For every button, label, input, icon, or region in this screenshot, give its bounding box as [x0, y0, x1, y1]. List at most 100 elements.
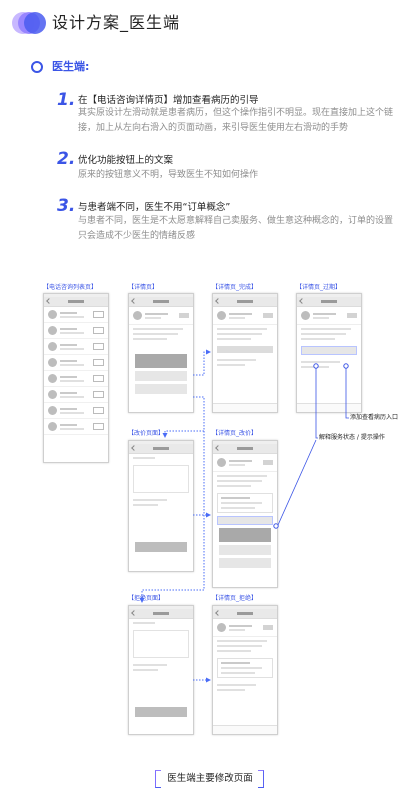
- wf-text-block: [129, 619, 193, 627]
- wf-line: [229, 459, 253, 462]
- wf-status-notice: [217, 516, 273, 525]
- wf-text-block: [129, 454, 193, 462]
- wf-line: [60, 391, 77, 394]
- wf-line: [60, 379, 84, 382]
- wf-info-box: [217, 493, 273, 513]
- wireframe-detail-page[interactable]: [128, 293, 194, 413]
- wf-tag: [263, 313, 273, 318]
- wireframe-detail-done[interactable]: [212, 293, 278, 413]
- wireframe-detail-reject[interactable]: [212, 605, 278, 735]
- wf-line: [145, 312, 169, 315]
- wf-header: [129, 609, 193, 619]
- label-detail-change: 【详情页_改价】: [212, 430, 258, 437]
- wf-secondary-button: [135, 371, 187, 381]
- item-3-number: 3.: [57, 196, 76, 216]
- wf-info-card: [213, 454, 277, 472]
- wf-line: [217, 645, 262, 647]
- wf-textarea: [133, 630, 189, 658]
- wf-line: [217, 480, 262, 482]
- wf-avatar: [133, 311, 142, 320]
- overlapping-circles-logo-icon: [12, 12, 46, 34]
- wf-header: [44, 297, 108, 307]
- wf-line: [133, 504, 159, 506]
- wf-text-block: [213, 637, 277, 655]
- wf-row-lines: [60, 375, 90, 382]
- wf-list-row: [44, 419, 108, 435]
- wf-line: [229, 316, 245, 319]
- connector-detail-to-change: [162, 396, 205, 438]
- label-detail-reject: 【详情页_拒绝】: [212, 595, 258, 602]
- wf-bottom-bar: [297, 403, 361, 412]
- wf-list-row: [44, 403, 108, 419]
- wf-line: [60, 359, 77, 362]
- wf-list-row: [44, 339, 108, 355]
- wf-list-row: [44, 355, 108, 371]
- wf-list-row: [44, 323, 108, 339]
- wf-status-bar: [44, 294, 108, 297]
- label-detail-page: 【详情页】: [128, 284, 159, 291]
- wireframe-change-price[interactable]: [128, 440, 194, 572]
- annotation-dot-status: [313, 363, 319, 369]
- wf-header: [129, 297, 193, 307]
- wf-secondary-button: [135, 384, 187, 394]
- wf-tag: [263, 625, 273, 630]
- wf-list-row: [44, 307, 108, 323]
- wf-status-bar: [129, 441, 193, 444]
- item-1-title: 在【电话咨询详情页】增加查看病历的引导: [78, 95, 259, 106]
- wf-line: [133, 333, 178, 335]
- wf-header-title-placeholder: [237, 612, 253, 615]
- wf-submit-button: [135, 707, 187, 717]
- wireframe-reject-page[interactable]: [128, 605, 194, 735]
- annotation-line-change: [277, 439, 317, 526]
- wf-info-lines: [313, 312, 344, 319]
- wf-line: [301, 328, 352, 330]
- wf-line: [217, 485, 251, 487]
- wf-avatar: [48, 390, 57, 399]
- wf-line: [60, 363, 84, 366]
- wf-info-card: [213, 307, 277, 325]
- wireframe-detail-change[interactable]: [212, 440, 278, 588]
- wf-info-card: [213, 619, 277, 637]
- wf-header-title-placeholder: [321, 300, 337, 303]
- annotation-add-record: 添加查看病历入口: [350, 414, 399, 421]
- wf-line: [60, 395, 84, 398]
- wf-avatar: [48, 374, 57, 383]
- wf-text-block: [213, 356, 277, 369]
- item-1-number: 1.: [57, 90, 76, 110]
- wf-line: [221, 502, 262, 504]
- wf-status-bar: [297, 294, 361, 297]
- wf-text-block: [129, 496, 193, 509]
- wf-avatar: [48, 326, 57, 335]
- wf-line: [221, 672, 255, 674]
- wf-secondary-button: [219, 545, 271, 555]
- wf-header: [213, 297, 277, 307]
- wf-row-lines: [60, 327, 90, 334]
- label-detail-done: 【详情页_完成】: [212, 284, 258, 291]
- label-list-page: 【电话咨询列表页】: [43, 284, 98, 291]
- wf-line: [133, 338, 167, 340]
- wf-row-button: [93, 359, 104, 366]
- wf-line: [60, 331, 84, 334]
- wf-avatar: [301, 311, 310, 320]
- item-3-desc: 与患者不同，医生是不太愿意解释自己卖服务、做生意这种概念的，订单的设置只会造成不…: [78, 216, 394, 241]
- wireframe-detail-expired[interactable]: [296, 293, 362, 413]
- wf-textarea: [133, 465, 189, 493]
- wf-row-lines: [60, 407, 90, 414]
- item-2-desc: 原来的按钮意义不明，导致医生不知如何操作: [78, 170, 259, 180]
- wf-line: [217, 364, 245, 366]
- connector-detail-to-reject: [139, 431, 205, 603]
- annotation-dot-record: [343, 363, 349, 369]
- wf-line: [301, 333, 346, 335]
- wf-line: [229, 628, 245, 631]
- wf-info-card: [129, 307, 193, 325]
- wf-text-block: [129, 325, 193, 343]
- wf-line: [217, 689, 245, 691]
- wf-text-block: [213, 681, 277, 694]
- wireframe-list-page[interactable]: [43, 293, 109, 463]
- label-change-price: 【改价页面】: [128, 430, 165, 437]
- wf-line: [60, 407, 77, 410]
- wf-line: [133, 499, 167, 501]
- wf-header-title-placeholder: [237, 300, 253, 303]
- wf-line: [217, 640, 268, 642]
